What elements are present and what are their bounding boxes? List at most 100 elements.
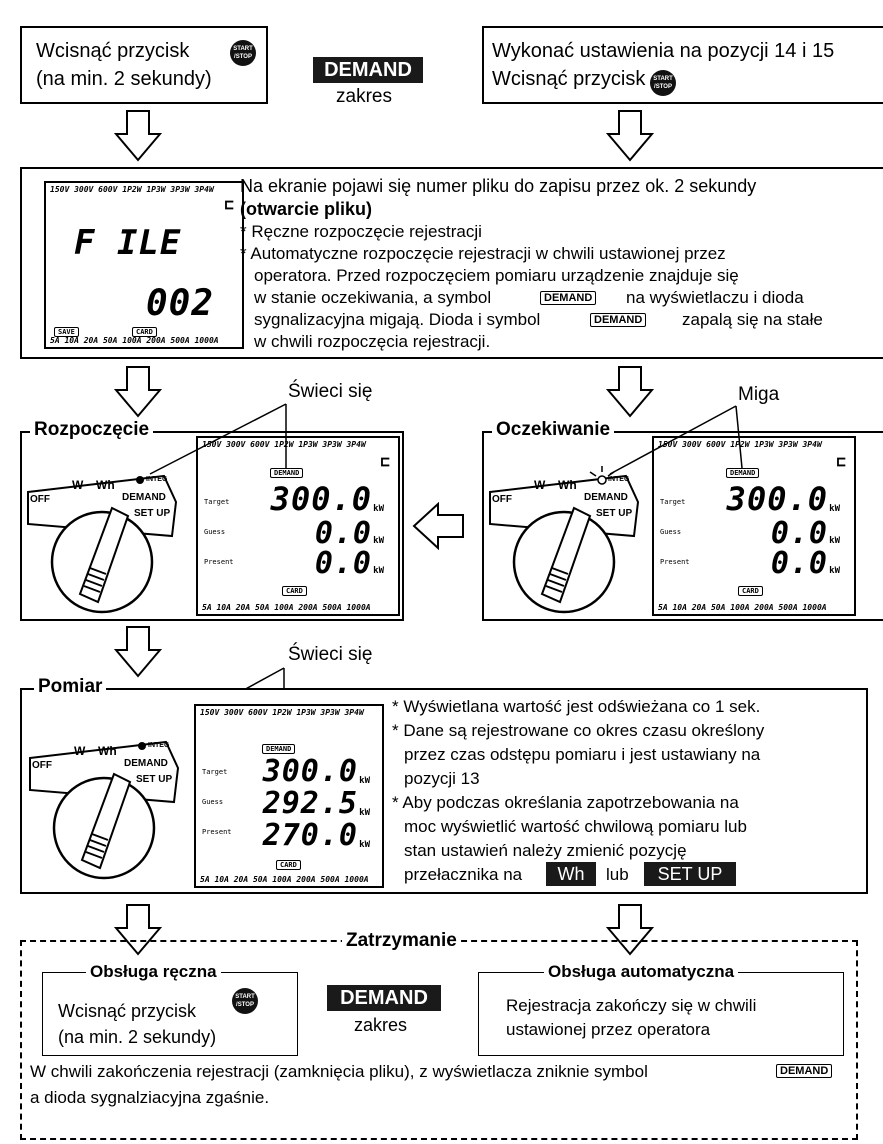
manual-stop-box — [42, 972, 298, 1056]
auto-start-line5: w chwili rozpoczęcia rejestracji. — [254, 332, 491, 351]
dial-w-label: W — [74, 744, 86, 758]
lcd-save-indicator: SAVE — [54, 327, 79, 337]
lcd-present-value: 0.0 — [770, 546, 828, 581]
min-seconds-text: (na min. 2 sekundy) — [36, 68, 212, 90]
lcd-target-label: Target — [204, 498, 230, 506]
manual-press-text: Wcisnąć przycisk — [58, 1001, 197, 1021]
manual-stop-title: Obsługa ręczna — [86, 962, 221, 982]
auto-start-line4a: sygnalizacyjna migają. Dioda i symbol — [254, 310, 541, 329]
auto-start-line2: operatora. Przed rozpoczęciem pomiaru ur… — [254, 266, 739, 285]
dial-wh-label: Wh — [98, 744, 117, 758]
lcd-demand-indicator: DEMAND — [270, 468, 304, 478]
dial-integ-label: INTEG — [146, 476, 168, 483]
demand-symbol: DEMAND — [540, 291, 597, 305]
auto-start-line4b: zapalą się na stałe — [682, 310, 823, 329]
dial-off-label: OFF — [32, 760, 52, 771]
lcd-present-label: Present — [204, 558, 234, 566]
auto-start-line3a: w stanie oczekiwania, a symbol — [254, 288, 492, 307]
plug-icon: ⊏ — [836, 452, 846, 471]
lcd-target-label: Target — [202, 768, 228, 776]
lit-label-2: Świeci się — [288, 644, 373, 665]
note-record-line2: przez czas odstępu pomiaru i jest ustawi… — [404, 745, 761, 764]
start-stop-icon: START/STOP — [230, 40, 256, 66]
down-arrow-icon — [114, 626, 162, 678]
auto-stop-title: Obsługa automatyczna — [544, 962, 739, 982]
lcd-guess-label: Guess — [204, 528, 226, 536]
note-or: lub — [606, 865, 629, 884]
dial-off-label: OFF — [30, 494, 50, 505]
file-heading-bold: (otwarcie pliku) — [240, 199, 373, 219]
plug-icon: ⊏ — [224, 195, 234, 214]
start-panel-title: Rozpoczęcie — [30, 419, 154, 441]
lcd-voltage-scale: 150V 300V 600V 1P2W 1P3W 3P3W 3P4W — [202, 440, 366, 449]
end-text-line2: a dioda sygnalziacyjna zgaśnie. — [30, 1088, 270, 1107]
file-open-box: 150V 300V 600V 1P2W 1P3W 3P3W 3P4W ⊏ F I… — [20, 167, 883, 359]
dial-demand-label: DEMAND — [584, 492, 628, 503]
lcd-guess-unit: kW — [359, 808, 370, 818]
lcd-file-number: 002 — [146, 283, 215, 324]
rotary-switch-graphic — [27, 474, 178, 614]
lcd-current-scale: 5A 10A 20A 50A 100A 200A 500A 1000A — [658, 603, 827, 612]
note-switch-line3: stan ustawień należy zmienić pozycję — [404, 841, 687, 860]
press-button-text: Wcisnąć przycisk — [36, 40, 190, 62]
auto-start-line3b: na wyświetlaczu i dioda — [626, 288, 804, 307]
wh-tag: Wh — [546, 862, 596, 886]
auto-start-line1: * Automatyczne rozpoczęcie rejestracji w… — [240, 244, 726, 263]
lcd-present-label: Present — [660, 558, 690, 566]
dial-demand-label: DEMAND — [122, 492, 166, 503]
note-record-line1: * Dane są rejestrowane co okres czasu ok… — [392, 721, 765, 740]
auto-stop-line2: ustawionej przez operatora — [506, 1020, 711, 1039]
start-stop-icon: START/STOP — [650, 70, 676, 96]
measurement-panel-title: Pomiar — [34, 676, 107, 698]
lcd-guess-unit: kW — [373, 536, 384, 546]
plug-icon: ⊏ — [380, 452, 390, 471]
rotary-switch-graphic — [489, 466, 640, 614]
dial-setup-label: SET UP — [596, 508, 633, 519]
note-switch-line2: moc wyświetlić wartość chwilową pomiaru … — [404, 817, 747, 836]
file-heading: Na ekranie pojawi się numer pliku do zap… — [240, 176, 757, 196]
dial-integ-label: INTEG — [148, 742, 170, 749]
lcd-present-unit: kW — [359, 840, 370, 850]
lcd-demand-indicator: DEMAND — [262, 744, 296, 754]
dial-setup-label: SET UP — [136, 774, 173, 785]
lcd-present-value: 0.0 — [314, 546, 372, 581]
dial-integ-label: INTEG — [608, 476, 630, 483]
lcd-current-scale: 5A 10A 20A 50A 100A 200A 500A 1000A — [50, 336, 219, 345]
lcd-card-indicator: CARD — [132, 327, 157, 337]
lcd-voltage-scale: 150V 300V 600V 1P2W 1P3W 3P3W 3P4W — [200, 708, 364, 717]
manual-start-item: * Ręczne rozpoczęcie rejestracji — [240, 222, 482, 241]
lcd-start-display: 150V 300V 600V 1P2W 1P3W 3P3W 3P4W DEMAN… — [196, 436, 400, 616]
dial-off-label: OFF — [492, 494, 512, 505]
demand-symbol: DEMAND — [590, 313, 647, 327]
lcd-guess-value: 292.5 — [262, 786, 358, 821]
stop-section-title: Zatrzymanie — [342, 930, 461, 952]
lcd-target-unit: kW — [373, 504, 384, 514]
lcd-card-indicator: CARD — [276, 860, 301, 870]
dial-w-label: W — [534, 478, 546, 492]
auto-stop-box — [478, 972, 844, 1056]
top-left-box: Wcisnąć przycisk (na min. 2 sekundy) STA… — [20, 26, 268, 104]
lcd-guess-value: 0.0 — [770, 516, 828, 551]
demand-range-label: zakres — [354, 1015, 408, 1035]
lcd-target-unit: kW — [359, 776, 370, 786]
note-switch-line1: * Aby podczas określania zapotrzebowania… — [392, 793, 739, 812]
dial-demand-label: DEMAND — [124, 758, 168, 769]
demand-tag: DEMAND — [327, 985, 441, 1011]
settings-text: Wykonać ustawienia na pozycji 14 i 15 — [492, 40, 835, 62]
lcd-target-value: 300.0 — [726, 480, 828, 518]
lcd-file-display: 150V 300V 600V 1P2W 1P3W 3P3W 3P4W ⊏ F I… — [44, 181, 244, 349]
lcd-waiting-display: 150V 300V 600V 1P2W 1P3W 3P3W 3P4W DEMAN… — [652, 436, 856, 616]
lcd-target-value: 300.0 — [262, 754, 358, 789]
lcd-file-text: F ILE — [74, 223, 182, 263]
dial-wh-label: Wh — [558, 478, 577, 492]
blink-label: Miga — [738, 384, 780, 405]
lcd-target-label: Target — [660, 498, 686, 506]
lcd-guess-label: Guess — [202, 798, 224, 806]
lcd-card-indicator: CARD — [282, 586, 307, 596]
rotary-switch: OFF W Wh INTEG DEMAND SET UP — [26, 730, 194, 880]
demand-symbol: DEMAND — [776, 1064, 833, 1078]
end-text-line1: W chwili zakończenia rejestracji (zamkni… — [30, 1062, 648, 1081]
rotary-switch: OFF W Wh INTEG DEMAND SET UP — [24, 464, 192, 614]
note-refresh: * Wyświetlana wartość jest odświeżana co… — [392, 697, 761, 716]
waiting-panel-title: Oczekiwanie — [492, 419, 615, 441]
